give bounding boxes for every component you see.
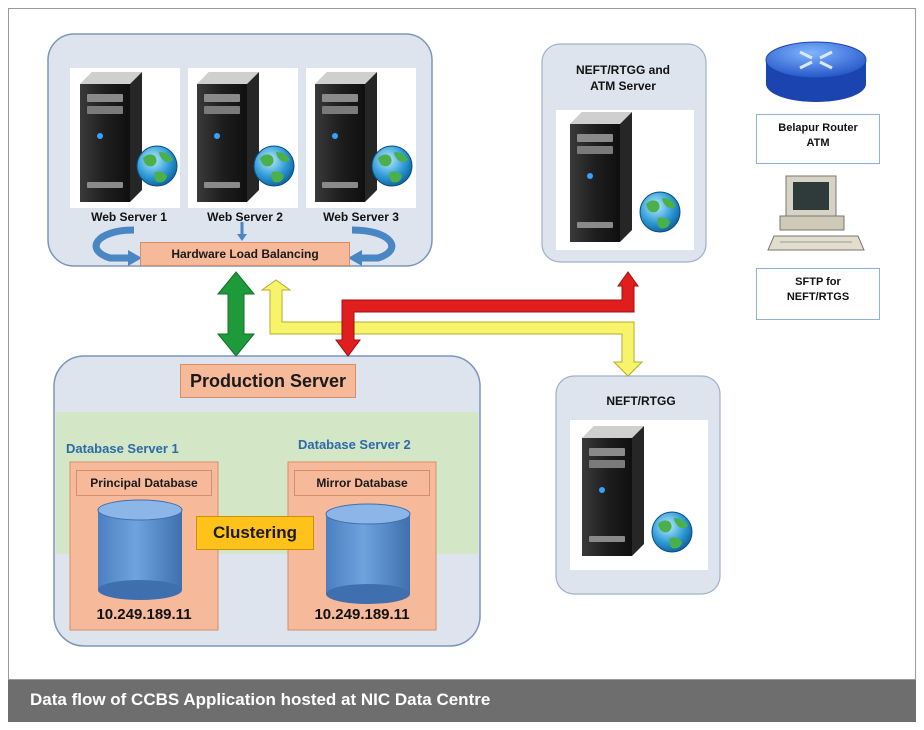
web-server-1-label: Web Server 1 xyxy=(91,210,167,224)
web-server-2-globe-icon xyxy=(253,145,295,187)
db1-ip: 10.249.189.11 xyxy=(96,606,192,623)
green-double-arrow xyxy=(216,271,256,357)
router-label-line1: Belapur Router xyxy=(778,122,858,134)
web-server-3-globe-icon xyxy=(371,145,413,187)
yellow-flow-arrow xyxy=(260,279,644,377)
left-loop-arrow-icon xyxy=(92,226,135,262)
db1-cylinder-icon xyxy=(97,499,183,600)
web-server-2-label: Web Server 2 xyxy=(207,210,283,224)
sftp-label-box: SFTP for NEFT/RTGS xyxy=(756,268,880,320)
web-server-2-tower-icon xyxy=(197,72,259,202)
db1-subtitle: Principal Database xyxy=(76,470,212,496)
web-server-1-globe-icon xyxy=(136,145,178,187)
right-loop-arrow-icon xyxy=(351,226,396,262)
db2-title: Database Server 2 xyxy=(298,437,411,452)
db1-title: Database Server 1 xyxy=(66,441,179,456)
neft-atm-title-line2: ATM Server xyxy=(590,79,656,93)
neft-atm-title-line1: NEFT/RTGG and xyxy=(576,63,670,77)
red-flow-arrow xyxy=(335,271,639,357)
router-icon xyxy=(765,41,867,102)
neft-atm-globe-icon xyxy=(639,191,681,233)
db2-ip: 10.249.189.11 xyxy=(314,606,410,623)
web-server-1-tower-icon xyxy=(80,72,142,202)
diagram-canvas xyxy=(47,33,867,647)
load-balancer-box: Hardware Load Balancing xyxy=(140,242,350,266)
web-server-3-label: Web Server 3 xyxy=(323,210,399,224)
caption-bar: Data flow of CCBS Application hosted at … xyxy=(8,680,916,722)
production-server-label: Production Server xyxy=(180,364,356,398)
db2-subtitle: Mirror Database xyxy=(294,470,430,496)
web-server-3-tower-icon xyxy=(315,72,377,202)
db2-cylinder-icon xyxy=(325,503,411,604)
neft-rtgg-title: NEFT/RTGG xyxy=(606,394,676,408)
clustering-label: Clustering xyxy=(196,516,314,550)
neft-rtgg-tower-icon xyxy=(582,426,644,556)
router-label-line2: ATM xyxy=(806,137,830,149)
neft-rtgg-globe-icon xyxy=(651,511,693,553)
sftp-label-line1: SFTP for xyxy=(795,276,841,288)
sftp-computer-icon xyxy=(767,175,865,251)
figure-caption: Data flow of CCBS Application hosted at … xyxy=(30,690,491,709)
router-label-box: Belapur Router ATM xyxy=(756,114,880,164)
sftp-label-line2: NEFT/RTGS xyxy=(786,291,850,303)
neft-atm-tower-icon xyxy=(570,112,632,242)
